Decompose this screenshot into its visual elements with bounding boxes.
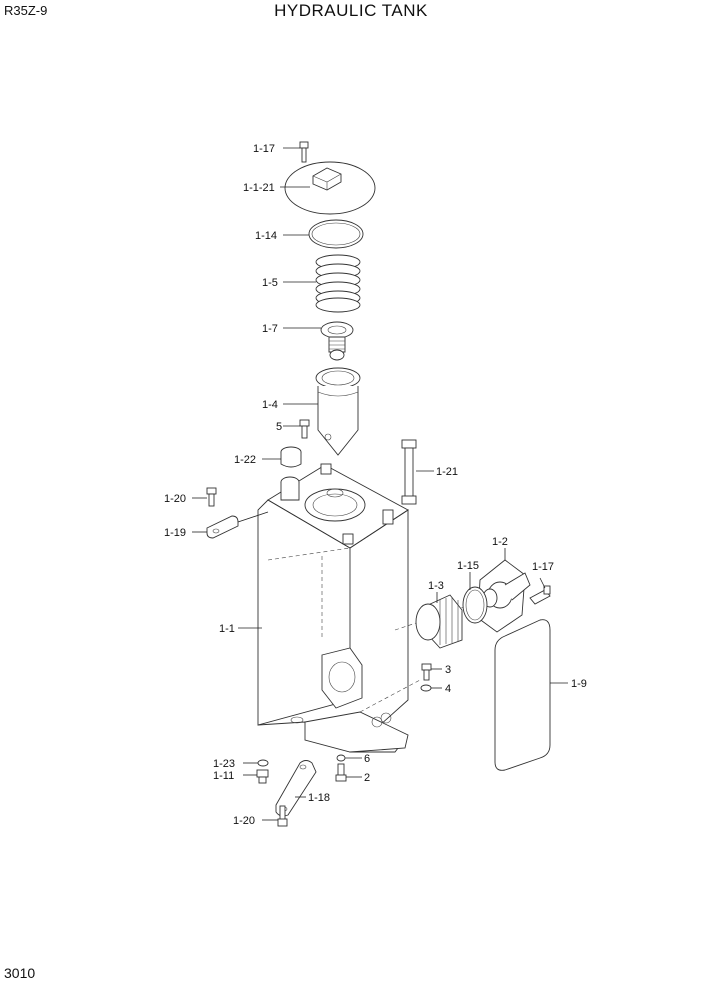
plug-1-11 bbox=[256, 769, 269, 784]
callout-3: 3 bbox=[445, 664, 451, 676]
callout-1-7: 1-7 bbox=[262, 323, 278, 335]
access-cover-1-9 bbox=[494, 619, 551, 771]
strainer-1-4 bbox=[315, 367, 361, 456]
o-ring-1-23 bbox=[257, 759, 269, 767]
cap-1-22 bbox=[280, 446, 302, 468]
spring-1-5 bbox=[315, 254, 361, 313]
callout-1-1-21: 1-1-21 bbox=[243, 182, 275, 194]
bolt-3 bbox=[421, 663, 432, 681]
filter-element-1-3 bbox=[415, 594, 463, 649]
callout-1-20-top: 1-20 bbox=[164, 493, 186, 505]
washer-6 bbox=[336, 754, 346, 762]
cover-plate-1-1-21 bbox=[284, 161, 376, 215]
bracket-1-19 bbox=[206, 515, 239, 539]
bolt-1-20-top bbox=[206, 487, 217, 507]
bolt-1-20-bottom bbox=[277, 805, 288, 827]
callout-1-19: 1-19 bbox=[164, 527, 186, 539]
callout-1-17-right: 1-17 bbox=[532, 561, 554, 573]
suction-flange-1-2 bbox=[477, 559, 531, 633]
callout-1-9: 1-9 bbox=[571, 678, 587, 690]
bolt-1-17-top bbox=[299, 141, 309, 163]
callout-1-21: 1-21 bbox=[436, 466, 458, 478]
callout-1-18: 1-18 bbox=[308, 792, 330, 804]
level-gauge-1-21 bbox=[401, 439, 417, 505]
callout-1-2: 1-2 bbox=[492, 536, 508, 548]
tank-body-1-1 bbox=[257, 463, 471, 753]
washer-4 bbox=[420, 684, 432, 692]
callout-5: 5 bbox=[276, 421, 282, 433]
bolt-2 bbox=[335, 763, 347, 782]
callout-1-1: 1-1 bbox=[219, 623, 235, 635]
callout-1-5: 1-5 bbox=[262, 277, 278, 289]
page-title: HYDRAULIC TANK bbox=[274, 1, 428, 20]
callout-2: 2 bbox=[364, 772, 370, 784]
callout-1-4: 1-4 bbox=[262, 399, 278, 411]
callout-1-11: 1-11 bbox=[213, 770, 234, 782]
bypass-valve-1-7 bbox=[320, 321, 354, 361]
callout-1-3: 1-3 bbox=[428, 580, 444, 592]
model-code: R35Z-9 bbox=[4, 3, 48, 18]
callout-4: 4 bbox=[445, 683, 451, 695]
leader-lines bbox=[192, 147, 568, 821]
callout-6: 6 bbox=[364, 753, 370, 765]
callout-1-22: 1-22 bbox=[234, 454, 256, 466]
fitting-1-17-right bbox=[529, 585, 551, 605]
o-ring-1-15 bbox=[462, 586, 488, 624]
callout-1-23: 1-23 bbox=[213, 758, 235, 770]
callout-1-15: 1-15 bbox=[457, 560, 479, 572]
callout-1-20-bottom: 1-20 bbox=[233, 815, 255, 827]
callout-1-14: 1-14 bbox=[255, 230, 277, 242]
page-number: 3010 bbox=[4, 965, 36, 981]
callout-1-17-top: 1-17 bbox=[253, 143, 275, 155]
o-ring-1-14 bbox=[308, 219, 364, 249]
bolt-5 bbox=[299, 419, 310, 439]
